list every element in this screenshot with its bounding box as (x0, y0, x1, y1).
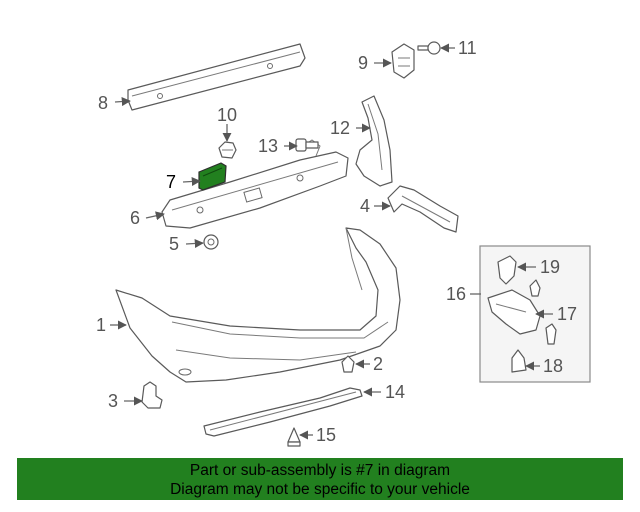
exploded-parts-diagram: 8 10 13 7 6 5 9 11 12 4 1 2 3 14 15 16 1… (96, 38, 591, 447)
part-7-highlighted-bracket[interactable] (198, 162, 227, 191)
part-6-energy-absorber[interactable] (161, 139, 349, 229)
callout-7: 7 (166, 172, 176, 192)
part-12-side-retainer[interactable] (355, 95, 393, 187)
part-15-fastener[interactable] (287, 427, 301, 447)
callout-11: 11 (458, 38, 477, 58)
banner-line-disclaimer: Diagram may not be specific to your vehi… (170, 481, 470, 498)
part-info-banner: Part or sub-assembly is #7 in diagram Di… (17, 458, 623, 500)
callout-15: 15 (316, 425, 336, 445)
callout-1: 1 (96, 315, 106, 335)
part-4-side-bracket[interactable] (387, 185, 459, 233)
part-16-assembly-box[interactable] (479, 245, 591, 383)
part-18-clip (511, 349, 527, 373)
part-19-bracket (497, 255, 517, 285)
part-14-lower-spoiler[interactable] (203, 387, 363, 437)
part-17-bracket (487, 289, 541, 335)
callout-8: 8 (98, 93, 108, 113)
callout-4: 4 (360, 196, 370, 216)
callout-5: 5 (169, 234, 179, 254)
part-3-retainer[interactable] (141, 381, 163, 409)
callout-9: 9 (358, 53, 368, 73)
callout-16: 16 (446, 284, 466, 304)
callout-19: 19 (540, 257, 560, 277)
banner-line-part-number: Part or sub-assembly is #7 in diagram (189, 462, 451, 479)
part-2-clip[interactable] (341, 355, 355, 373)
callout-14: 14 (385, 382, 405, 402)
part-1-bumper-cover[interactable] (115, 227, 401, 383)
part-11-bolt[interactable] (417, 41, 441, 55)
callout-2: 2 (373, 354, 383, 374)
leader-lines (110, 43, 553, 440)
callout-10: 10 (217, 105, 237, 125)
callout-3: 3 (108, 391, 118, 411)
part-13-bolt[interactable] (295, 138, 319, 152)
part-10-clip[interactable] (218, 141, 237, 159)
part-8-reinforcement-beam[interactable] (127, 43, 306, 111)
callout-17: 17 (557, 304, 577, 324)
callout-6: 6 (130, 208, 140, 228)
part-9-bracket[interactable] (391, 43, 415, 79)
part-5-nut[interactable] (203, 234, 219, 250)
callout-labels: 8 10 13 7 6 5 9 11 12 4 1 2 3 14 15 16 1… (96, 38, 577, 445)
callout-12: 12 (330, 118, 350, 138)
callout-13: 13 (258, 136, 278, 156)
callout-18: 18 (543, 356, 563, 376)
